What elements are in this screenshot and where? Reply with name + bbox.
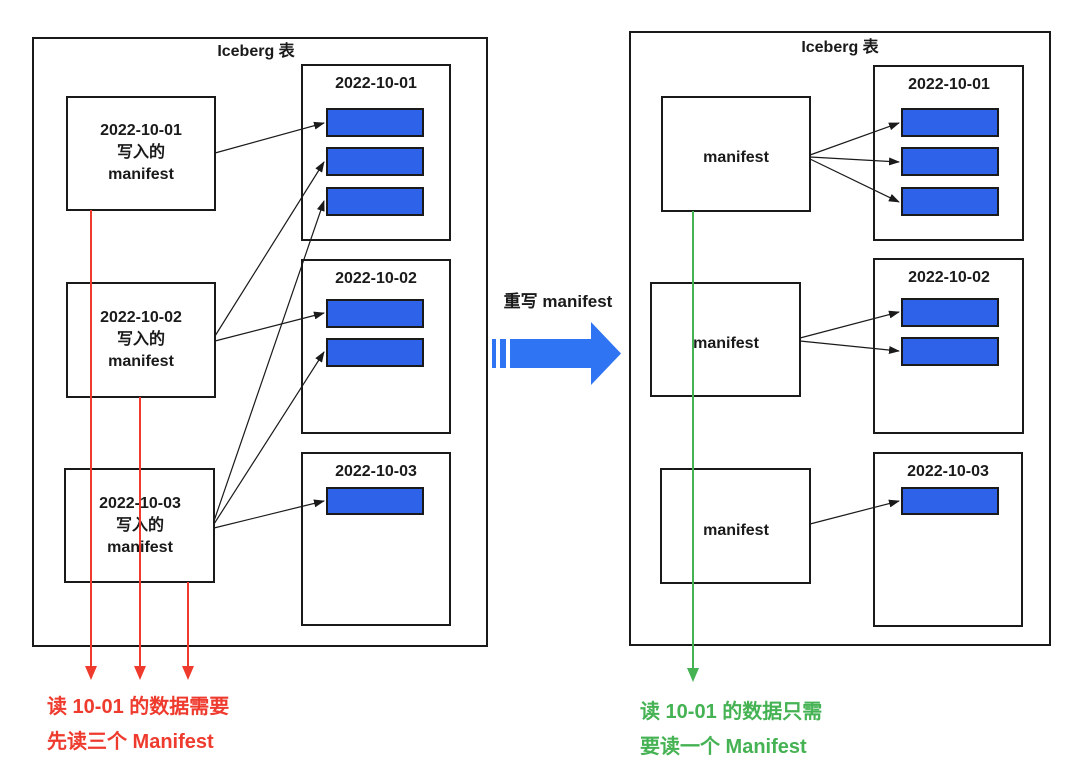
right-partition-2022-10-02: 2022-10-02 [873, 258, 1024, 434]
data-file [326, 187, 424, 216]
left-manifest-1: 2022-10-01 写入的 manifest [66, 96, 216, 211]
arrow-M2-f1 [799, 310, 900, 339]
right-partition-2022-10-03: 2022-10-03 [873, 452, 1023, 627]
rewrite-label: 重写 manifest [504, 291, 613, 311]
arrow-m2-f2 [214, 161, 325, 337]
data-file [326, 108, 424, 137]
manifest-line: manifest [108, 353, 174, 370]
arrow-m3-f3 [213, 200, 325, 522]
arrow-m3-f6 [213, 499, 325, 529]
right-panel-title: Iceberg 表 [801, 37, 879, 56]
manifest-box [661, 96, 811, 212]
data-file [901, 187, 999, 216]
left-partition-2022-10-01: 2022-10-01 [301, 64, 451, 241]
partition-label: 2022-10-02 [908, 269, 990, 286]
arrow-M2-f2 [799, 340, 900, 354]
manifest-label: manifest [703, 149, 769, 166]
data-file [326, 338, 424, 367]
manifest-line: 写入的 [117, 329, 165, 348]
arrow-M1-f2 [809, 156, 900, 166]
left-panel-title: Iceberg 表 [217, 41, 295, 60]
rewrite-arrow-icon [492, 322, 621, 385]
manifest-line: 写入的 [117, 142, 165, 161]
arrow-m3-f5 [213, 351, 325, 525]
data-file [901, 337, 999, 366]
left-partition-2022-10-02: 2022-10-02 [301, 259, 451, 434]
data-file [326, 487, 424, 515]
right-note-line1: 读 10-01 的数据只需 [640, 699, 822, 723]
arrow-stripe [492, 339, 496, 368]
manifest-label: manifest [703, 522, 769, 539]
left-read-arrows [85, 210, 194, 680]
arrow-M1-f3 [809, 158, 900, 203]
data-file [901, 108, 999, 137]
manifest-line: 2022-10-02 [100, 309, 182, 326]
right-partition-2022-10-01: 2022-10-01 [873, 65, 1024, 241]
right-manifest-3: manifest [660, 468, 811, 584]
arrow-M3-f1 [809, 499, 900, 525]
right-manifest-2: manifest [650, 282, 801, 397]
manifest-box [650, 282, 801, 397]
data-file [901, 147, 999, 176]
data-file [326, 147, 424, 176]
right-note-line2: 要读一个 Manifest [640, 734, 807, 758]
left-note-line1: 读 10-01 的数据需要 [47, 694, 229, 718]
data-file [901, 487, 999, 515]
manifest-line: 2022-10-01 [100, 122, 182, 139]
left-manifest-file-arrows [213, 121, 325, 529]
data-file [901, 298, 999, 327]
data-file [326, 299, 424, 328]
right-manifest-1: manifest [661, 96, 811, 212]
partition-box [873, 452, 1023, 627]
partition-label: 2022-10-03 [907, 463, 989, 480]
partition-label: 2022-10-02 [335, 270, 417, 287]
manifest-line: manifest [108, 166, 174, 183]
arrow-m2-f4 [214, 311, 325, 342]
arrow-stripe [500, 339, 506, 368]
manifest-box [660, 468, 811, 584]
partition-label: 2022-10-01 [908, 76, 990, 93]
left-note-line2: 先读三个 Manifest [47, 729, 214, 753]
left-manifest-2: 2022-10-02 写入的 manifest [66, 282, 216, 398]
partition-box [301, 452, 451, 626]
arrow-body [510, 322, 621, 385]
partition-label: 2022-10-01 [335, 75, 417, 92]
manifest-label: manifest [693, 335, 759, 352]
partition-label: 2022-10-03 [335, 463, 417, 480]
left-partition-2022-10-03: 2022-10-03 [301, 452, 451, 626]
manifest-box [66, 96, 216, 211]
arrow-m1-f1 [214, 121, 325, 154]
right-manifest-file-arrows [799, 122, 900, 525]
arrow-M1-f1 [809, 122, 900, 156]
